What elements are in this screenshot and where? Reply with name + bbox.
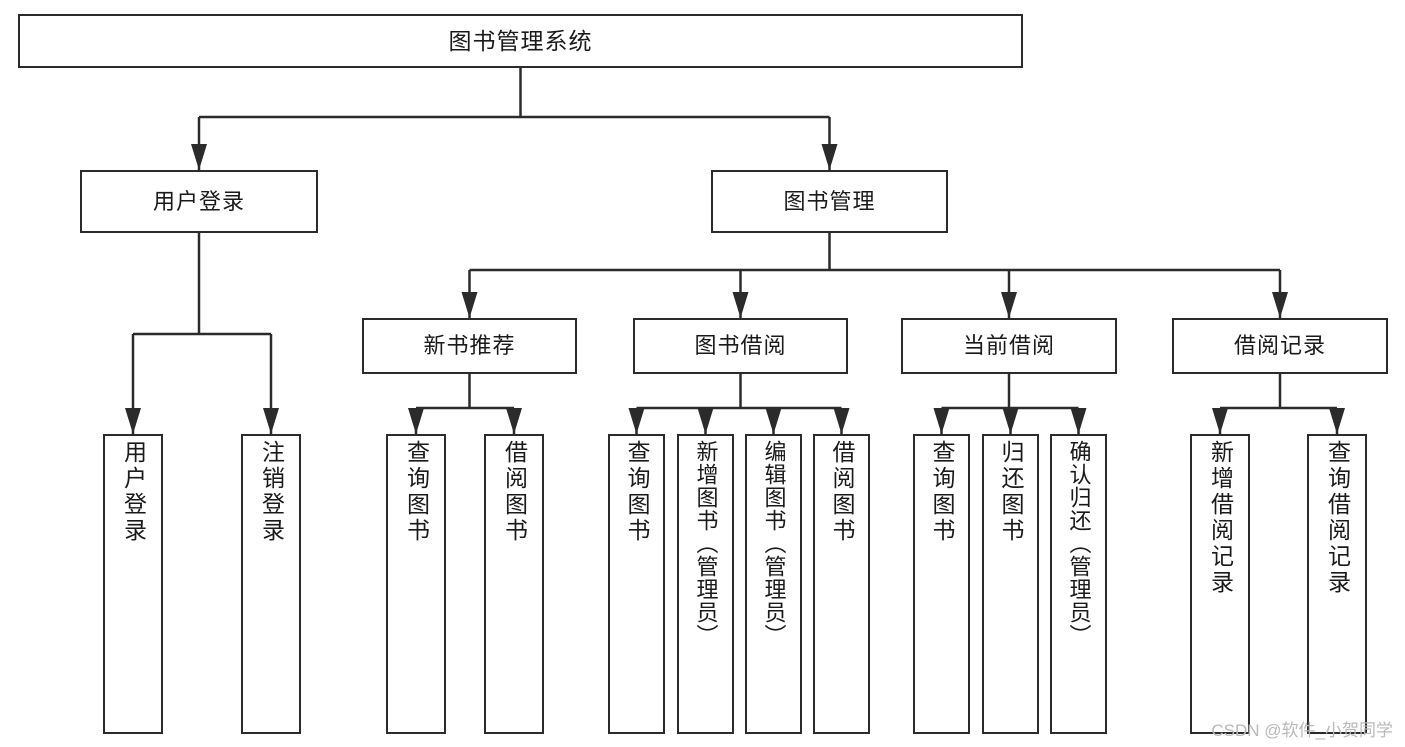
arrowhead-leaf-3 [408, 408, 424, 434]
node-leaf-3: 查询图书 [386, 434, 446, 734]
node-label: 新增图书（管理员） [693, 440, 719, 647]
arrowhead-leaf-4 [506, 408, 522, 434]
node-label: 图书管理 [783, 188, 876, 214]
node-label: 编辑图书（管理员） [761, 440, 787, 647]
node-newbooks: 新书推荐 [362, 318, 577, 374]
node-label: 借阅记录 [1233, 333, 1326, 359]
node-borrow: 图书借阅 [633, 318, 848, 374]
arrowhead-leaf-5 [628, 408, 645, 434]
arrowhead-newbooks [461, 292, 478, 318]
arrowhead-leaf-6 [697, 408, 714, 434]
node-leaf-11: 确认归还（管理员） [1050, 434, 1107, 734]
node-leaf-4: 借阅图书 [484, 434, 544, 734]
arrowhead-login [191, 144, 207, 170]
node-label: 新书推荐 [423, 333, 516, 359]
arrowhead-leaf-9 [933, 408, 950, 434]
arrowhead-current [1001, 292, 1017, 318]
node-leaf-12: 新增借阅记录 [1190, 434, 1250, 734]
node-bookmgmt: 图书管理 [711, 170, 948, 233]
node-label: 新增借阅记录 [1207, 440, 1234, 596]
node-label: 查询图书 [624, 440, 650, 544]
arrowhead-leaf-13 [1329, 408, 1345, 434]
arrowhead-records [1272, 292, 1288, 318]
node-leaf-9: 查询图书 [913, 434, 970, 734]
node-label: 图书管理系统 [448, 27, 593, 54]
node-label: 查询图书 [403, 440, 430, 544]
node-label: 注销登录 [258, 440, 285, 544]
arrowhead-borrow [732, 292, 749, 318]
node-leaf-1: 用户登录 [103, 434, 163, 734]
arrowhead-leaf-12 [1212, 408, 1228, 434]
arrowhead-leaf-11 [1070, 408, 1087, 434]
node-label: 查询借阅记录 [1324, 440, 1351, 596]
node-label: 用户登录 [152, 188, 245, 214]
arrowhead-leaf-8 [833, 408, 850, 434]
node-records: 借阅记录 [1172, 318, 1388, 374]
node-leaf-7: 编辑图书（管理员） [745, 434, 802, 734]
arrowhead-leaf-2 [263, 408, 279, 434]
node-label: 确认归还（管理员） [1066, 440, 1092, 647]
node-login: 用户登录 [80, 170, 318, 233]
arrowhead-leaf-1 [125, 408, 141, 434]
arrowhead-bookmgmt [821, 144, 838, 170]
node-label: 查询图书 [929, 440, 955, 544]
node-root: 图书管理系统 [18, 14, 1023, 68]
node-label: 用户登录 [120, 440, 147, 544]
node-label: 当前借阅 [962, 333, 1055, 359]
node-label: 归还图书 [998, 440, 1024, 544]
node-leaf-6: 新增图书（管理员） [677, 434, 734, 734]
arrowhead-leaf-7 [765, 408, 782, 434]
arrowhead-leaf-10 [1002, 408, 1019, 434]
node-label: 图书借阅 [694, 333, 787, 359]
node-leaf-13: 查询借阅记录 [1307, 434, 1367, 734]
node-leaf-8: 借阅图书 [813, 434, 870, 734]
node-current: 当前借阅 [901, 318, 1117, 374]
node-leaf-2: 注销登录 [241, 434, 301, 734]
node-label: 借阅图书 [501, 440, 528, 544]
node-leaf-10: 归还图书 [982, 434, 1039, 734]
node-label: 借阅图书 [829, 440, 855, 544]
node-leaf-5: 查询图书 [608, 434, 665, 734]
